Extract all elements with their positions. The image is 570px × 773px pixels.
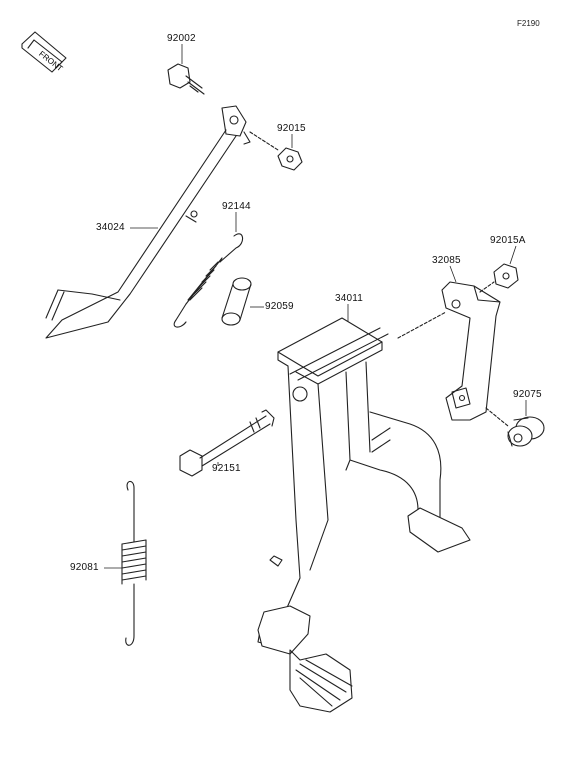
side-stand-34024 bbox=[45, 105, 251, 339]
leader-92015A bbox=[509, 245, 517, 265]
part-label-92075: 92075 bbox=[513, 389, 542, 400]
center-stand-34011 bbox=[257, 317, 471, 713]
figure-code: F2190 bbox=[517, 19, 540, 28]
part-label-92144: 92144 bbox=[222, 201, 251, 212]
part-label-92081: 92081 bbox=[70, 562, 99, 573]
bolt-92002 bbox=[167, 63, 205, 95]
part-label-92015A: 92015A bbox=[490, 235, 526, 246]
bracket-32085 bbox=[397, 281, 501, 421]
damper-92075 bbox=[485, 407, 545, 447]
part-label-34011: 34011 bbox=[335, 293, 364, 304]
leader-32085 bbox=[449, 265, 457, 283]
part-label-32085: 32085 bbox=[432, 255, 461, 266]
part-label-92059: 92059 bbox=[265, 301, 294, 312]
nut-92015 bbox=[249, 131, 303, 171]
sleeve-92059 bbox=[221, 277, 252, 326]
part-label-92002: 92002 bbox=[167, 33, 196, 44]
nut-92015A bbox=[479, 263, 519, 293]
part-label-92151: 92151 bbox=[212, 463, 241, 474]
spring-92081 bbox=[121, 480, 147, 646]
front-arrow-icon: FRONT bbox=[21, 31, 67, 73]
part-label-92015: 92015 bbox=[277, 123, 306, 134]
spring-92144 bbox=[173, 233, 244, 328]
shaft-92151 bbox=[179, 409, 275, 477]
part-label-34024: 34024 bbox=[96, 222, 125, 233]
